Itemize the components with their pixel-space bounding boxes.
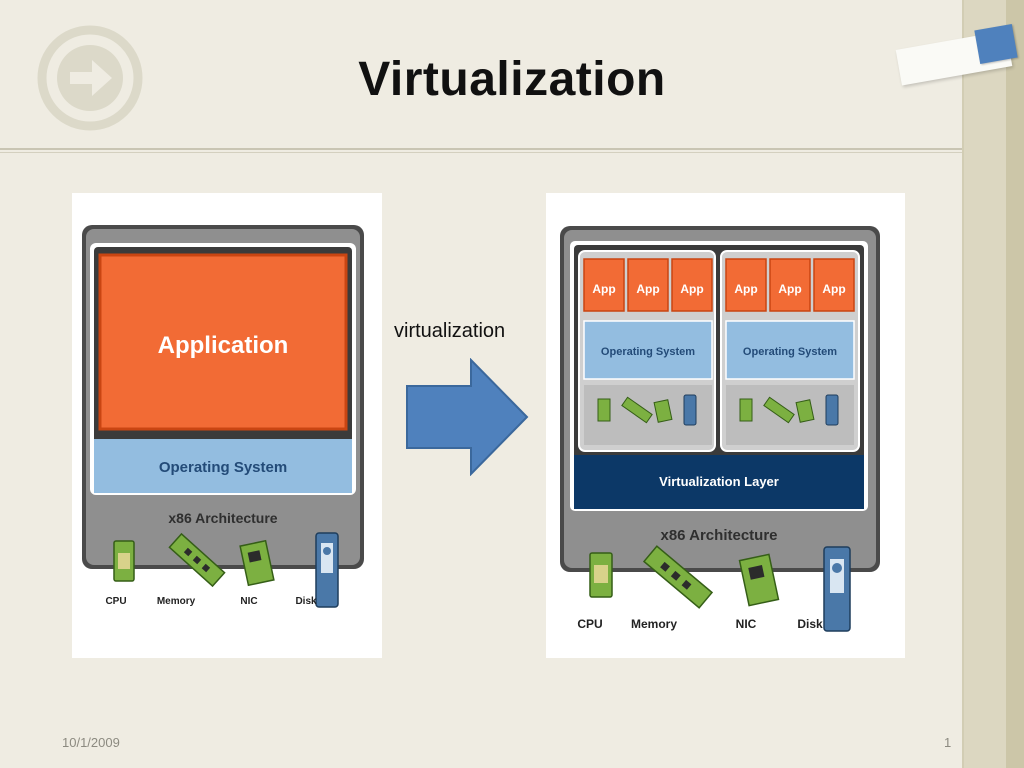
vm1-app-label-1: App	[592, 282, 615, 296]
nic-card-icon	[239, 539, 275, 587]
vm1-app-1	[583, 258, 625, 312]
cpu-chip-icon	[113, 540, 135, 582]
hw-label-memory: Memory	[157, 596, 196, 607]
application-box	[98, 253, 348, 431]
physical-machine-diagram: Application Operating System x86 Archite…	[72, 193, 382, 658]
vm2-app-2	[769, 258, 811, 312]
hw-label-nic: NIC	[736, 617, 757, 631]
title-divider-thin	[0, 152, 962, 153]
vm1-os-box	[583, 320, 713, 380]
cpu-chip-icon	[589, 552, 613, 598]
os-label: Operating System	[159, 459, 287, 476]
virtualization-arrow-label: virtualization	[394, 320, 506, 342]
virtualization-layer-label: Virtualization Layer	[659, 474, 779, 489]
virtualized-machine-diagram: App App App Operating System App App App…	[546, 193, 905, 658]
slide-title: Virtualization	[358, 53, 666, 106]
hw-label-disk: Disk	[295, 596, 317, 607]
disk-drive-icon	[823, 546, 851, 632]
vm1-os-label: Operating System	[601, 346, 695, 358]
arch-label: x86 Architecture	[661, 527, 778, 544]
nic-card-icon	[738, 553, 780, 607]
vm2-app-label-2: App	[778, 282, 801, 296]
memory-stick-icon	[642, 545, 714, 609]
right-arrow-icon	[406, 358, 529, 476]
vm2-app-1	[725, 258, 767, 312]
vm2-app-label-3: App	[822, 282, 845, 296]
circle-arrow-icon	[37, 25, 143, 131]
vm1-app-3	[671, 258, 713, 312]
slide-date: 10/1/2009	[62, 735, 120, 750]
vm2-app-3	[813, 258, 855, 312]
vm1-app-2	[627, 258, 669, 312]
hw-label-disk: Disk	[797, 617, 823, 631]
hw-label-nic: NIC	[240, 596, 257, 607]
right-decorative-band	[962, 0, 1024, 768]
vm1-app-label-2: App	[636, 282, 659, 296]
vm2-os-box	[725, 320, 855, 380]
arch-label: x86 Architecture	[168, 510, 277, 526]
vm2-app-label-1: App	[734, 282, 757, 296]
vm1-app-label-3: App	[680, 282, 703, 296]
title-divider	[0, 148, 962, 150]
hw-label-cpu: CPU	[577, 617, 602, 631]
hw-label-memory: Memory	[631, 617, 677, 631]
os-box	[94, 439, 352, 493]
disk-drive-icon	[315, 532, 339, 608]
virtualization-layer-box	[574, 455, 864, 509]
hw-label-cpu: CPU	[105, 596, 126, 607]
application-label: Application	[158, 332, 289, 359]
slide-number: 1	[944, 735, 952, 750]
memory-stick-icon	[168, 532, 226, 588]
vm2-os-label: Operating System	[743, 346, 837, 358]
